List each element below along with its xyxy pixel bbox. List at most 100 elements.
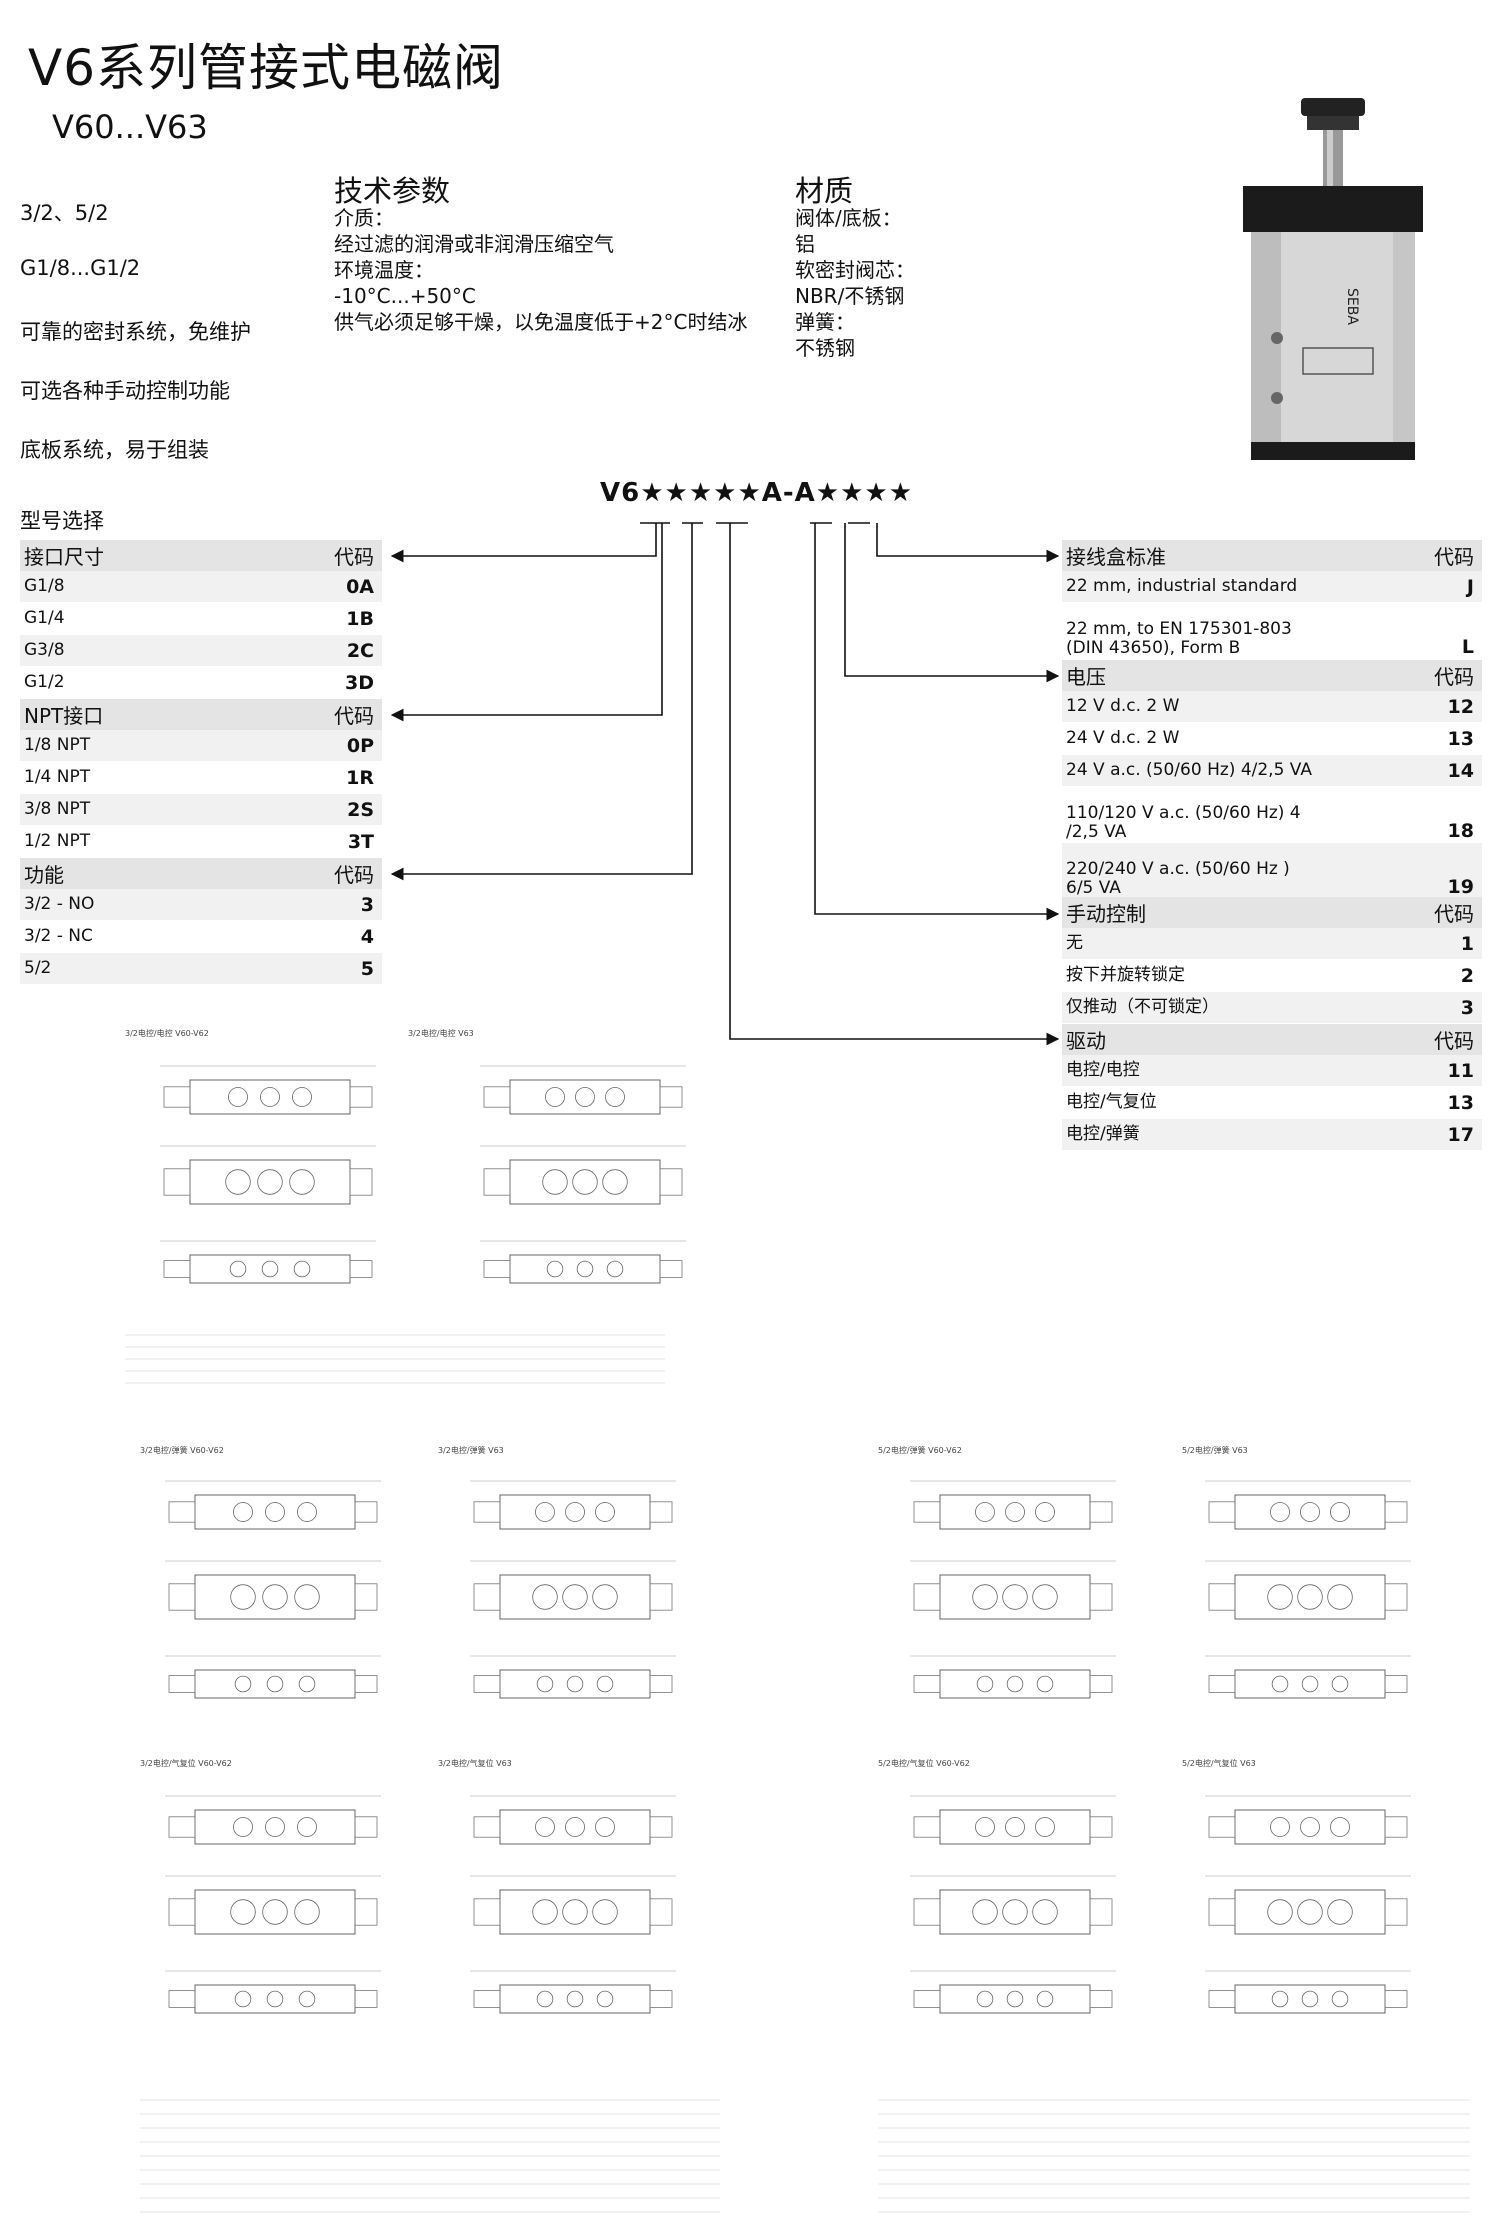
port-circle [265, 1502, 285, 1522]
tech-heading: 技术参数 [334, 174, 451, 208]
selection-title: 型号选择 [20, 509, 104, 533]
valve-body-outline [499, 1809, 651, 1845]
valve-body-outline [1234, 1669, 1386, 1699]
end-cap-outline [1384, 1898, 1408, 1926]
drawing-label: 3/2电控/气复位 V60-V62 [140, 1759, 232, 1768]
end-cap-outline [649, 1816, 673, 1838]
drawing-label: 3/2电控/气复位 V63 [438, 1759, 512, 1768]
end-cap-outline [1384, 1675, 1408, 1693]
row-code: 14 [1447, 759, 1474, 782]
solenoid-outline [168, 1501, 196, 1523]
table-row: 22 mm, to EN 175301-803 (DIN 43650), For… [1062, 603, 1482, 659]
port-circle [1301, 1990, 1319, 2008]
table-header: 驱动代码 [1062, 1024, 1482, 1055]
port-circle [536, 1675, 554, 1693]
row-code: 0A [346, 575, 374, 598]
solenoid-outline [1208, 1990, 1236, 2008]
row-code: 1R [346, 766, 374, 789]
tech-line: 介质： [334, 206, 394, 230]
end-cap-outline [1089, 1583, 1113, 1611]
port-circle [1330, 1502, 1350, 1522]
end-cap-outline [659, 1168, 683, 1196]
table-header-label: 接线盒标准 [1066, 545, 1166, 569]
valve-body-outline [194, 1574, 356, 1620]
valve-body-outline [1234, 1889, 1386, 1935]
port-circle [298, 1675, 316, 1693]
port-circle [532, 1584, 558, 1610]
port-circle [297, 1817, 317, 1837]
port-circle [1271, 1675, 1289, 1693]
valve-body-outline [194, 1889, 356, 1935]
end-cap-outline [1089, 1501, 1113, 1523]
port-circle [1327, 1584, 1353, 1610]
table-header-label: 驱动 [1066, 1029, 1106, 1053]
valve-body-outline [509, 1254, 661, 1284]
valve-body-outline [1234, 1574, 1386, 1620]
row-code: 11 [1447, 1059, 1474, 1082]
valve-product-photo: SEBA [1243, 98, 1423, 460]
port-circle [257, 1169, 283, 1195]
port-circle [606, 1260, 624, 1278]
row-label: 220/240 V a.c. (50/60 Hz ) 6/5 VA [1066, 859, 1290, 898]
row-code: 12 [1447, 695, 1474, 718]
table-row: 3/2 - NO 3 [20, 889, 382, 920]
port-circle [265, 1817, 285, 1837]
port-circle [972, 1899, 998, 1925]
port-circle [1035, 1817, 1055, 1837]
port-circle [545, 1087, 565, 1107]
port-circle [1300, 1817, 1320, 1837]
row-label: G1/4 [24, 608, 65, 628]
solenoid-outline [163, 1168, 191, 1196]
end-cap-outline [354, 1583, 378, 1611]
valve-body-outline [1234, 1494, 1386, 1530]
row-label: G1/2 [24, 672, 65, 692]
solenoid-outline [473, 1675, 501, 1693]
feature-item: 3/2、5/2 [20, 201, 109, 225]
table-header-label: NPT接口 [24, 704, 104, 728]
row-code: 4 [360, 925, 374, 948]
port-circle [1267, 1899, 1293, 1925]
feature-item: 底板系统，易于组装 [20, 438, 209, 462]
tech-params: 介质： 经过滤的润滑或非润滑压缩空气 环境温度： -10°C...+50°C 供… [334, 205, 747, 335]
end-cap-outline [1384, 1583, 1408, 1611]
solenoid-outline [483, 1168, 511, 1196]
valve-body-outline [499, 1984, 651, 2014]
row-code: 17 [1447, 1123, 1474, 1146]
end-cap-outline [349, 1086, 373, 1108]
row-label: 1/8 NPT [24, 735, 91, 755]
port-circle [289, 1169, 315, 1195]
solenoid-outline [473, 1898, 501, 1926]
solenoid-outline [913, 1501, 941, 1523]
valve-body-outline [194, 1494, 356, 1530]
valve-body-outline [499, 1574, 651, 1620]
solenoid-outline [168, 1816, 196, 1838]
port-circle [532, 1899, 558, 1925]
table-header-label: 手动控制 [1066, 902, 1146, 926]
feature-item: G1/8...G1/2 [20, 256, 141, 280]
port-circle [233, 1502, 253, 1522]
port-circle [1032, 1584, 1058, 1610]
valve-body-outline [939, 1889, 1091, 1935]
solenoid-outline [163, 1260, 191, 1278]
solenoid-outline [913, 1898, 941, 1926]
end-cap-outline [659, 1086, 683, 1108]
row-code: 3 [360, 893, 374, 916]
port-circle [1271, 1990, 1289, 2008]
row-code: 5 [360, 957, 374, 980]
port-circle [233, 1817, 253, 1837]
end-cap-outline [1384, 1990, 1408, 2008]
port-circle [1002, 1899, 1028, 1925]
row-label: 3/2 - NO [24, 894, 95, 914]
solenoid-outline [1208, 1898, 1236, 1926]
row-code: 3D [345, 671, 374, 694]
port-circle [565, 1817, 585, 1837]
table-header-label: 功能 [24, 863, 64, 887]
port-circle [228, 1087, 248, 1107]
port-circle [976, 1990, 994, 2008]
